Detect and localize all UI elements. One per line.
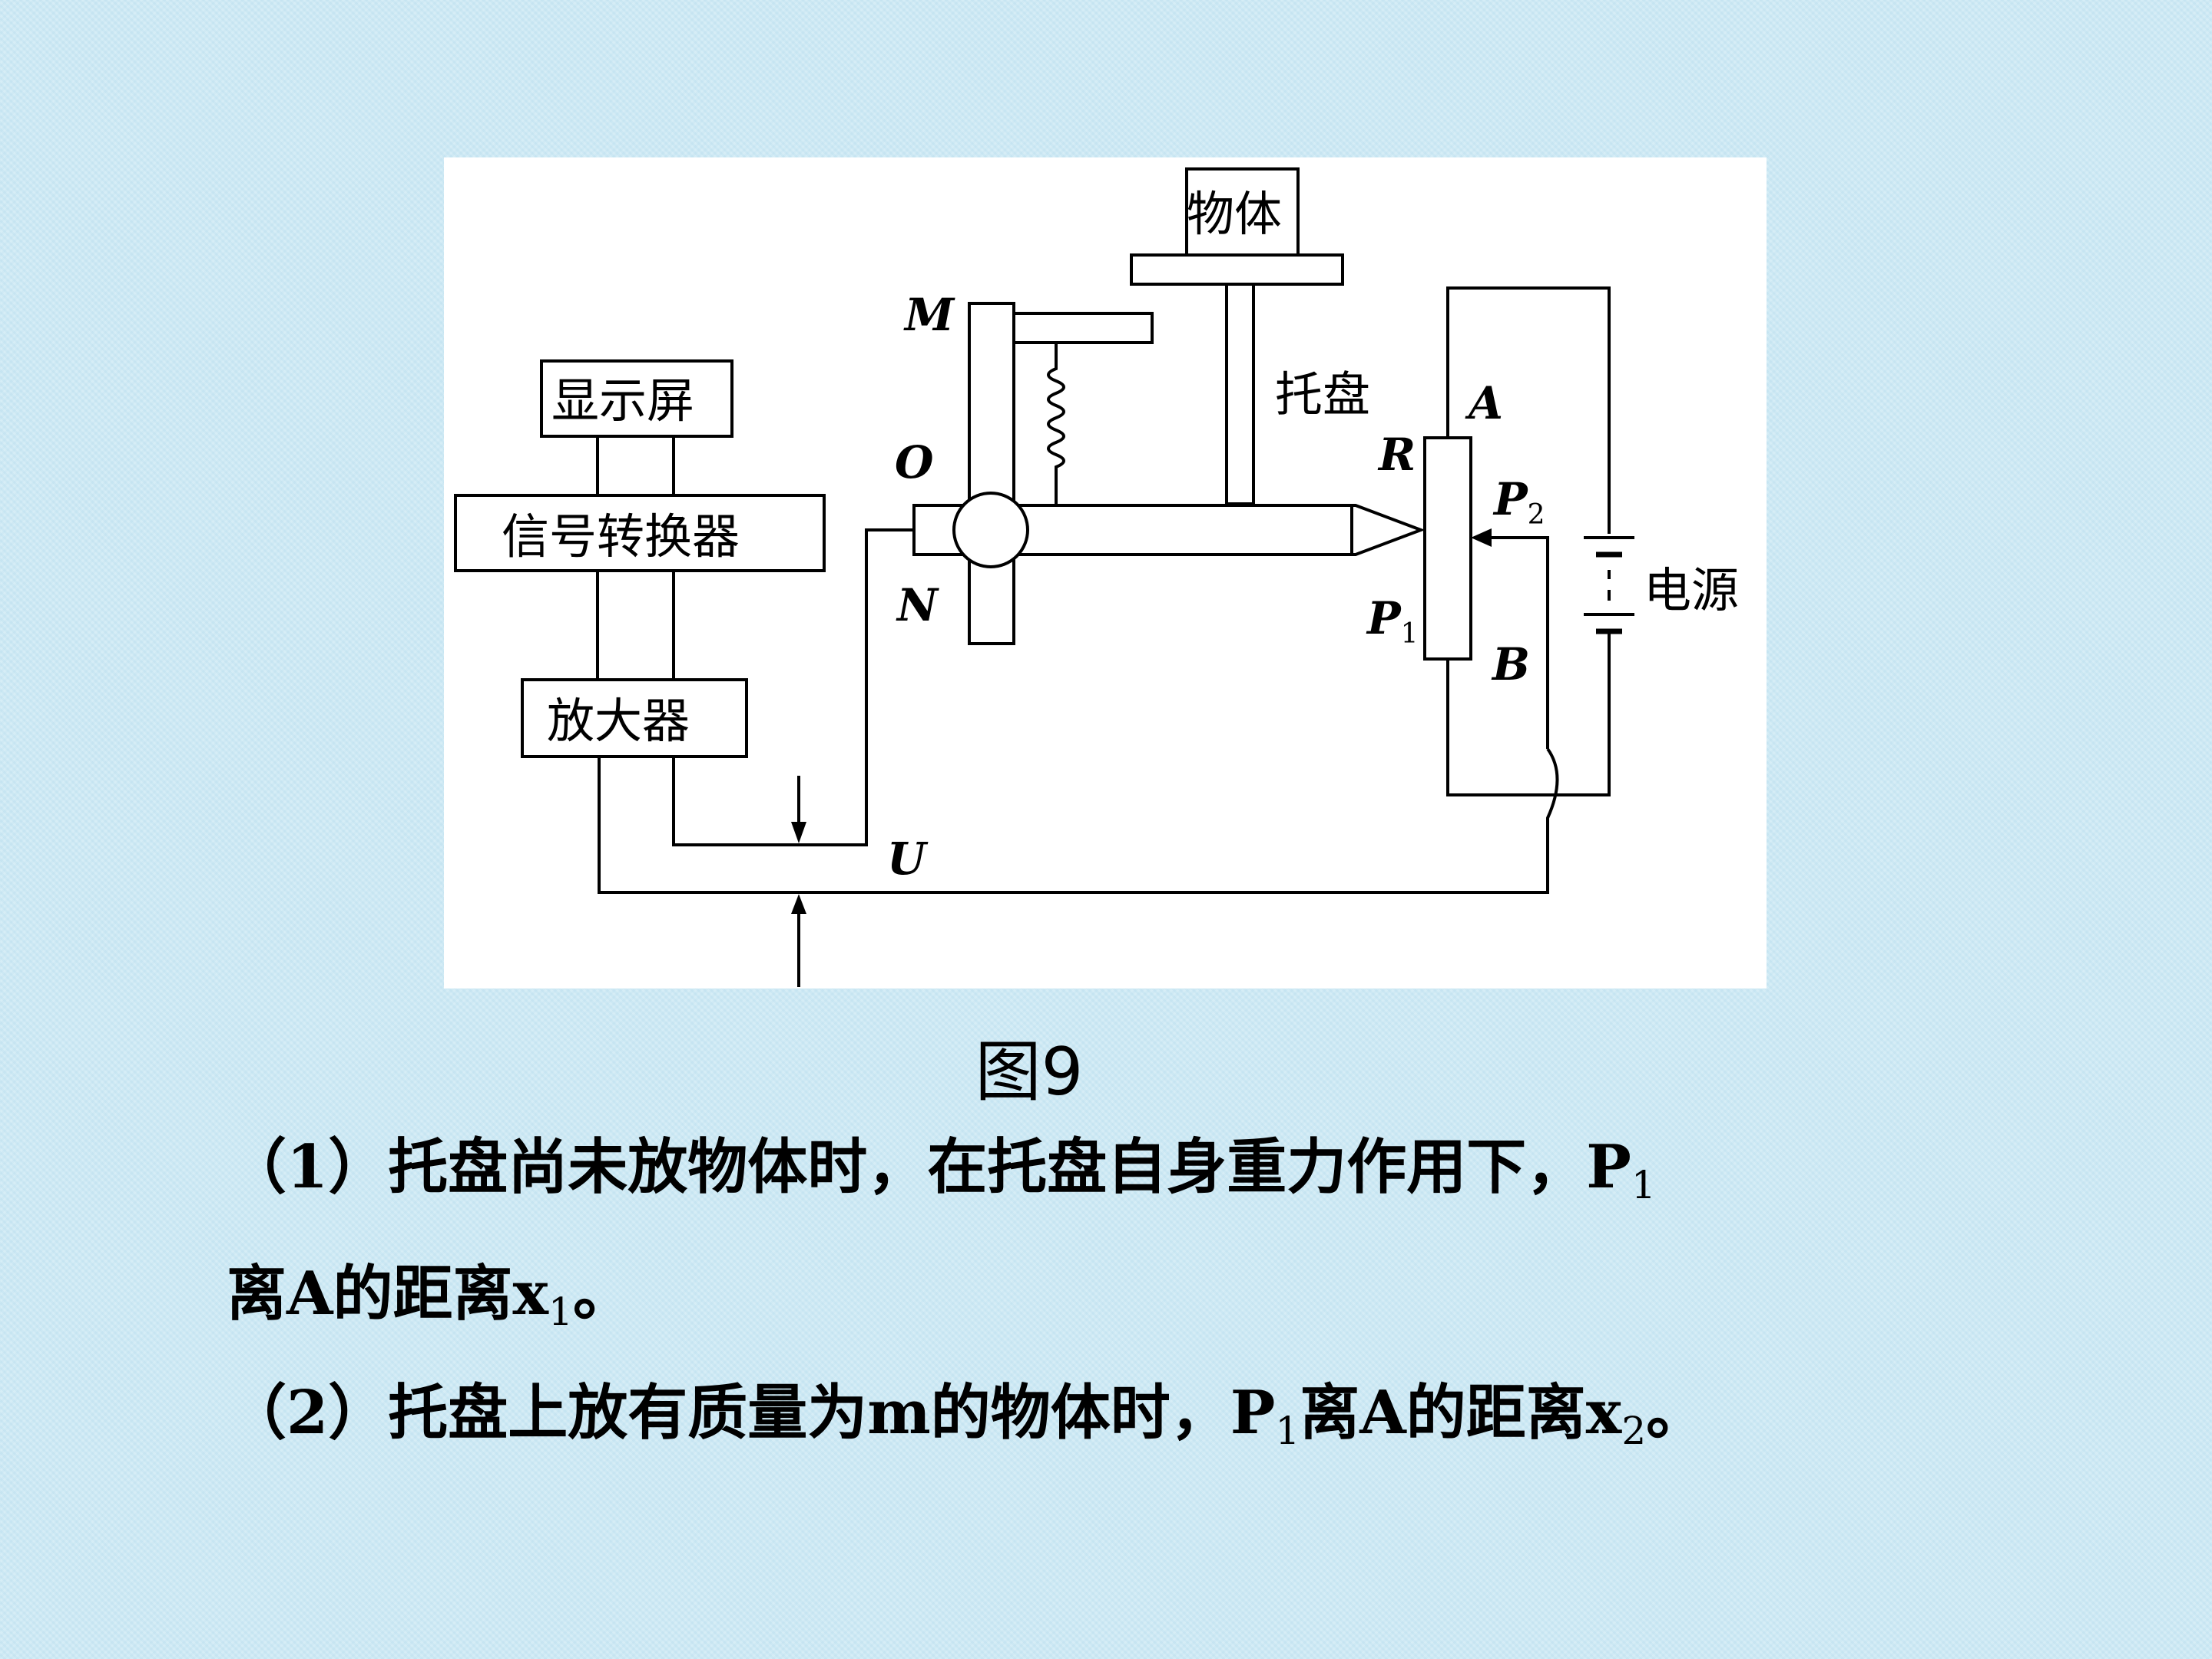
tray-plate bbox=[1130, 253, 1344, 286]
display-box bbox=[540, 359, 733, 438]
label-converter: 信号转换器 bbox=[502, 508, 740, 565]
question-1-line-2: 离A的距离x1。 bbox=[227, 1259, 633, 1334]
bar-mn bbox=[968, 302, 1015, 645]
label-r: R bbox=[1377, 429, 1416, 481]
question-2: （2）托盘上放有质量为m的物体时，P1离A的距离x2。 bbox=[227, 1378, 1707, 1453]
p2-arrow-head bbox=[1471, 528, 1492, 547]
arrow-lower-head bbox=[791, 894, 806, 914]
label-amplifier: 放大器 bbox=[547, 693, 690, 749]
question-1-line-1: （1）托盘尚未放物体时，在托盘自身重力作用下，P1 bbox=[227, 1132, 1656, 1207]
spring bbox=[1047, 343, 1065, 504]
label-a: A bbox=[1465, 377, 1503, 429]
label-tray: 托盘 bbox=[1275, 366, 1370, 422]
label-u: U bbox=[887, 833, 929, 885]
object-box bbox=[1185, 167, 1300, 257]
label-p1: P1 bbox=[1366, 592, 1419, 650]
resistor-r bbox=[1423, 436, 1472, 661]
label-b: B bbox=[1491, 638, 1530, 690]
label-o: O bbox=[895, 436, 934, 488]
wire-p2 bbox=[1479, 536, 1549, 749]
label-m: M bbox=[903, 289, 955, 341]
upper-arm bbox=[1012, 312, 1154, 344]
figure-caption: 图9 bbox=[975, 1034, 1084, 1111]
label-n: N bbox=[896, 579, 939, 631]
label-power: 电源 bbox=[1644, 562, 1739, 618]
converter-box bbox=[454, 494, 826, 572]
arrow-upper-head bbox=[791, 822, 806, 843]
pivot-o bbox=[952, 492, 1029, 568]
amplifier-box bbox=[521, 678, 748, 758]
wire-u bbox=[672, 528, 914, 846]
wire-a-top bbox=[1446, 286, 1611, 534]
label-object: 物体 bbox=[1187, 186, 1282, 242]
label-p2: P2 bbox=[1492, 473, 1545, 531]
tray-stem bbox=[1225, 283, 1255, 505]
label-display: 显示屏 bbox=[551, 373, 694, 429]
